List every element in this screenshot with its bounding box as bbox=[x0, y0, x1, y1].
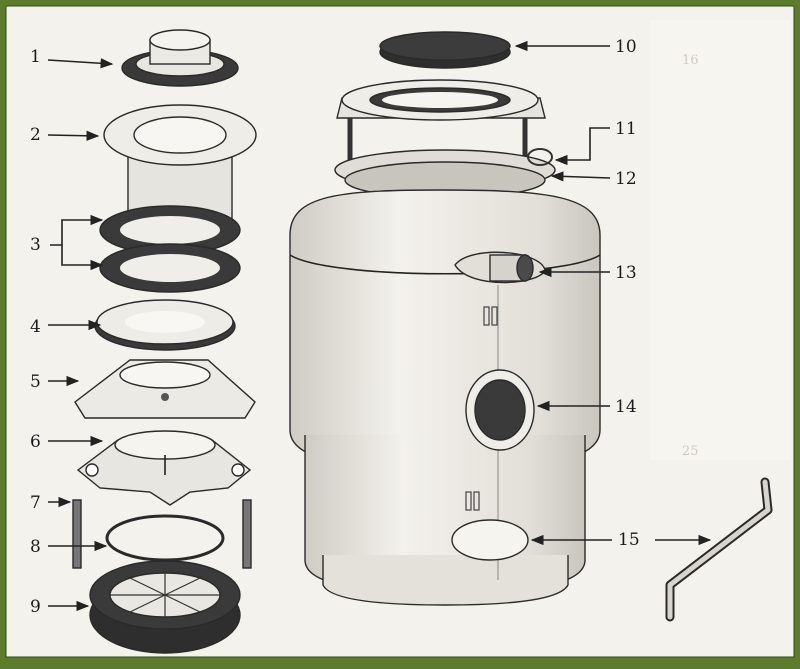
part-7-screws bbox=[72, 499, 252, 569]
svg-text:2: 2 bbox=[30, 125, 41, 145]
part-1-stopper bbox=[121, 29, 239, 87]
svg-text:13: 13 bbox=[615, 263, 637, 283]
label-4: 4 bbox=[30, 317, 102, 337]
label-5: 5 bbox=[30, 372, 80, 392]
part-6-mounting-flange bbox=[76, 430, 252, 506]
label-6: 6 bbox=[30, 432, 104, 452]
part-15-plate bbox=[451, 519, 529, 561]
part-8-snap-ring bbox=[105, 514, 225, 562]
part-10-top-gasket bbox=[379, 31, 511, 69]
svg-text:12: 12 bbox=[615, 169, 637, 189]
disposer-body bbox=[289, 189, 601, 606]
svg-text:7: 7 bbox=[30, 493, 41, 513]
part-14-reset-port bbox=[465, 369, 535, 451]
part-13-dishwasher-inlet bbox=[454, 251, 546, 284]
ghost-label-25: 25 bbox=[682, 444, 699, 459]
svg-text:3: 3 bbox=[30, 235, 41, 255]
svg-text:1: 1 bbox=[30, 47, 41, 67]
label-10: 10 bbox=[514, 37, 637, 57]
faded-margin bbox=[650, 20, 790, 460]
svg-text:6: 6 bbox=[30, 432, 41, 452]
svg-text:4: 4 bbox=[30, 317, 41, 337]
ghost-label-16: 16 bbox=[682, 53, 699, 68]
label-2: 2 bbox=[30, 125, 100, 145]
svg-text:5: 5 bbox=[30, 372, 41, 392]
part-wrench bbox=[665, 477, 773, 622]
label-12: 12 bbox=[550, 169, 637, 189]
label-14: 14 bbox=[536, 397, 637, 417]
part-11-12-mount-assembly bbox=[334, 79, 556, 199]
part-3-gaskets bbox=[99, 205, 241, 293]
part-9-splash-guard bbox=[89, 560, 241, 654]
part-4-backup-ring bbox=[94, 299, 236, 351]
part-5-mounting-ring bbox=[74, 359, 256, 419]
label-7: 7 bbox=[30, 493, 72, 513]
svg-text:15: 15 bbox=[618, 530, 640, 550]
svg-text:8: 8 bbox=[30, 537, 41, 557]
label-15: 15 bbox=[530, 530, 712, 550]
label-8: 8 bbox=[30, 537, 108, 557]
label-3: 3 bbox=[30, 214, 104, 271]
label-11: 11 bbox=[554, 119, 637, 166]
svg-text:10: 10 bbox=[615, 37, 637, 57]
label-13: 13 bbox=[538, 263, 637, 283]
svg-text:14: 14 bbox=[615, 397, 637, 417]
label-1: 1 bbox=[30, 47, 114, 69]
svg-text:11: 11 bbox=[615, 119, 637, 139]
label-9: 9 bbox=[30, 597, 90, 617]
svg-text:9: 9 bbox=[30, 597, 41, 617]
